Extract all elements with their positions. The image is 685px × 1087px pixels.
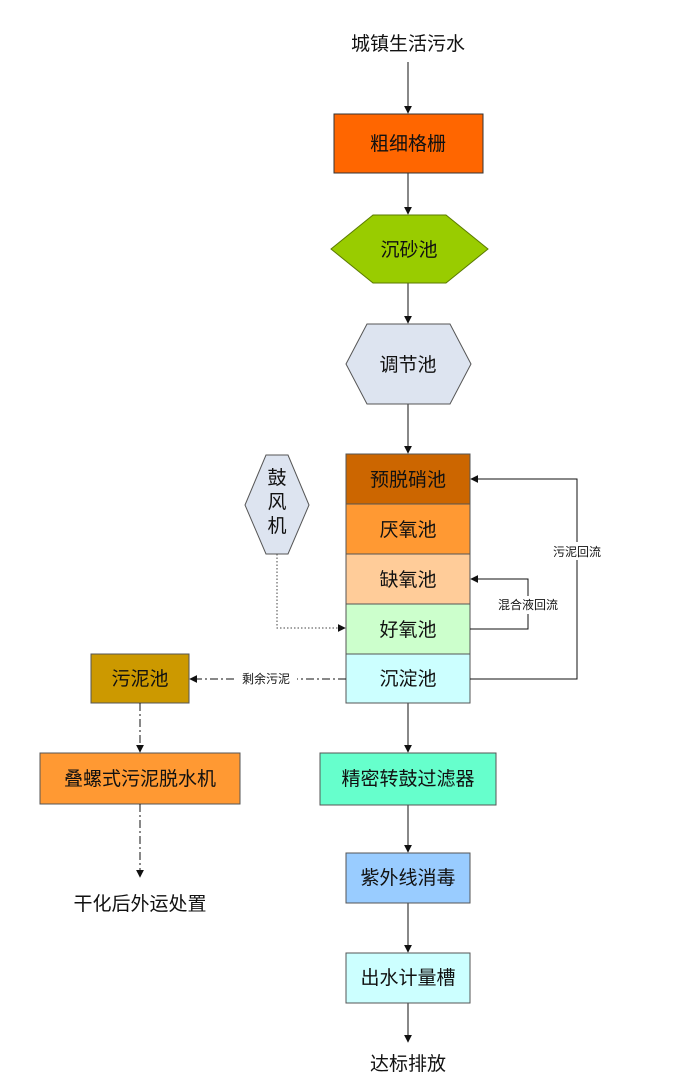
blower-label-line1: 鼓 [267, 467, 286, 489]
dewatering-machine-label: 叠螺式污泥脱水机 [64, 768, 216, 790]
anaerobic-label: 厌氧池 [379, 519, 436, 541]
bio-tank-stack [345, 453, 471, 704]
aerobic-label: 好氧池 [379, 619, 436, 641]
air-supply-line [276, 554, 346, 632]
effluent-meter-label: 出水计量槽 [360, 967, 455, 989]
grit-chamber-shape [330, 214, 489, 284]
aerobic-box [345, 603, 471, 655]
effluent-meter-box [345, 952, 471, 1004]
predenit-label: 预脱硝池 [370, 469, 446, 491]
mixed-return-label: 混合液回流 [498, 597, 558, 612]
equalization-tank-shape [345, 323, 472, 405]
dewatering-machine-box [39, 752, 241, 805]
sludge-return-line [470, 475, 578, 680]
blower-shape [244, 454, 310, 555]
discharge-label: 达标排放 [370, 1053, 446, 1075]
drum-filter-label: 精密转鼓过滤器 [341, 768, 474, 790]
uv-disinfection-box [345, 852, 471, 904]
sludge-tank-label: 污泥池 [111, 668, 168, 690]
blower-label-line3: 机 [267, 515, 286, 537]
blower-label-line2: 风 [267, 491, 286, 513]
sludge-return-label-bg [548, 542, 606, 560]
screen-box [333, 113, 484, 174]
settling-box [345, 653, 471, 704]
excess-sludge-label-bg [235, 670, 297, 688]
sludge-tank-box [90, 653, 190, 704]
source-label: 城镇生活污水 [351, 33, 465, 55]
mixed-return-label-bg [490, 596, 566, 614]
disposal-label: 干化后外运处置 [73, 893, 206, 915]
anoxic-label: 缺氧池 [379, 569, 436, 591]
uv-disinfection-label: 紫外线消毒 [360, 867, 455, 889]
sludge-return-label: 污泥回流 [553, 545, 601, 559]
grit-chamber-label: 沉砂池 [380, 239, 437, 261]
screen-label: 粗细格栅 [370, 133, 446, 155]
drum-filter-box [319, 752, 497, 806]
equalization-tank-label: 调节池 [379, 354, 436, 376]
settling-label: 沉淀池 [379, 668, 436, 690]
excess-sludge-label: 剩余污泥 [242, 671, 290, 686]
